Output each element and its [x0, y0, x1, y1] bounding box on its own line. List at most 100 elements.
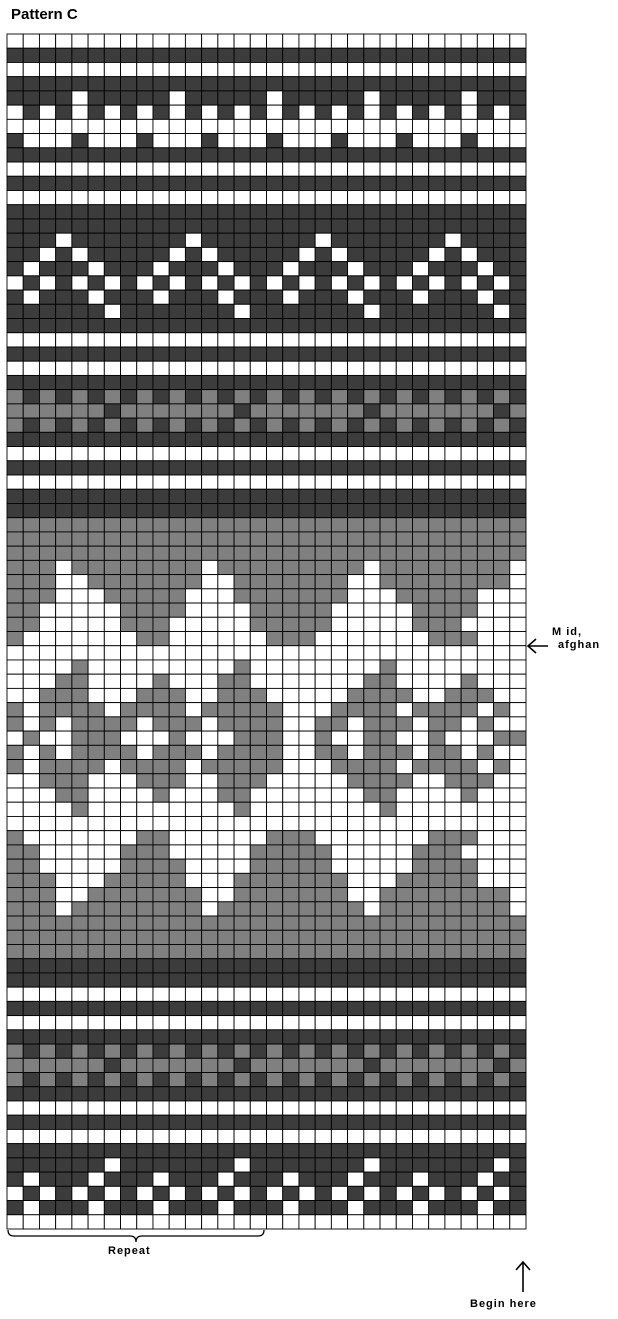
chart-cell: [137, 1115, 153, 1129]
chart-cell: [169, 831, 185, 845]
chart-cell: [299, 262, 315, 276]
chart-cell: [202, 333, 218, 347]
chart-cell: [429, 575, 445, 589]
chart-cell: [315, 347, 331, 361]
chart-cell: [315, 589, 331, 603]
chart-cell: [72, 632, 88, 646]
chart-cell: [477, 831, 493, 845]
chart-cell: [412, 802, 428, 816]
chart-cell: [461, 802, 477, 816]
chart-cell: [153, 432, 169, 446]
chart-cell: [218, 1001, 234, 1015]
chart-cell: [412, 219, 428, 233]
chart-cell: [23, 48, 39, 62]
chart-cell: [299, 1073, 315, 1087]
chart-cell: [477, 973, 493, 987]
chart-cell: [412, 646, 428, 660]
chart-cell: [380, 632, 396, 646]
chart-cell: [494, 190, 510, 204]
chart-cell: [267, 233, 283, 247]
chart-cell: [315, 617, 331, 631]
chart-cell: [39, 546, 55, 560]
chart-cell: [88, 1016, 104, 1030]
chart-cell: [234, 845, 250, 859]
chart-cell: [72, 816, 88, 830]
chart-cell: [299, 418, 315, 432]
chart-cell: [477, 1030, 493, 1044]
chart-cell: [348, 247, 364, 261]
chart-cell: [461, 62, 477, 76]
chart-cell: [364, 304, 380, 318]
chart-cell: [429, 1201, 445, 1215]
chart-cell: [218, 1030, 234, 1044]
chart-cell: [7, 987, 23, 1001]
chart-cell: [250, 859, 266, 873]
chart-cell: [234, 1172, 250, 1186]
chart-cell: [396, 603, 412, 617]
chart-cell: [380, 688, 396, 702]
chart-cell: [234, 774, 250, 788]
chart-cell: [477, 333, 493, 347]
chart-cell: [56, 760, 72, 774]
chart-cell: [348, 233, 364, 247]
chart-cell: [429, 1030, 445, 1044]
chart-cell: [72, 560, 88, 574]
chart-cell: [477, 660, 493, 674]
chart-cell: [121, 1115, 137, 1129]
chart-cell: [331, 461, 347, 475]
chart-cell: [396, 1073, 412, 1087]
chart-cell: [477, 1158, 493, 1172]
chart-cell: [396, 1129, 412, 1143]
chart-cell: [153, 717, 169, 731]
chart-cell: [56, 802, 72, 816]
chart-cell: [445, 930, 461, 944]
chart-cell: [153, 816, 169, 830]
chart-cell: [23, 888, 39, 902]
chart-cell: [234, 404, 250, 418]
chart-cell: [202, 62, 218, 76]
chart-cell: [169, 461, 185, 475]
chart-cell: [348, 432, 364, 446]
chart-cell: [348, 944, 364, 958]
chart-cell: [364, 361, 380, 375]
chart-cell: [267, 888, 283, 902]
chart-cell: [7, 560, 23, 574]
chart-cell: [250, 176, 266, 190]
chart-cell: [250, 774, 266, 788]
chart-cell: [331, 475, 347, 489]
chart-cell: [331, 418, 347, 432]
chart-cell: [153, 48, 169, 62]
chart-cell: [218, 944, 234, 958]
chart-cell: [477, 176, 493, 190]
chart-cell: [315, 134, 331, 148]
chart-cell: [412, 1158, 428, 1172]
chart-cell: [494, 219, 510, 233]
chart-cell: [267, 176, 283, 190]
chart-cell: [364, 987, 380, 1001]
chart-cell: [331, 77, 347, 91]
chart-cell: [494, 930, 510, 944]
chart-cell: [364, 532, 380, 546]
chart-cell: [153, 77, 169, 91]
chart-cell: [267, 404, 283, 418]
chart-cell: [202, 888, 218, 902]
chart-cell: [234, 717, 250, 731]
chart-cell: [477, 1115, 493, 1129]
chart-cell: [331, 688, 347, 702]
chart-cell: [185, 1201, 201, 1215]
chart-cell: [396, 888, 412, 902]
chart-cell: [153, 105, 169, 119]
chart-cell: [267, 802, 283, 816]
chart-cell: [412, 1001, 428, 1015]
chart-cell: [477, 987, 493, 1001]
chart-cell: [315, 119, 331, 133]
chart-cell: [72, 1186, 88, 1200]
chart-cell: [412, 262, 428, 276]
chart-cell: [299, 603, 315, 617]
chart-cell: [234, 632, 250, 646]
chart-cell: [477, 1129, 493, 1143]
chart-cell: [121, 390, 137, 404]
chart-cell: [121, 1129, 137, 1143]
chart-cell: [510, 390, 526, 404]
chart-cell: [250, 745, 266, 759]
